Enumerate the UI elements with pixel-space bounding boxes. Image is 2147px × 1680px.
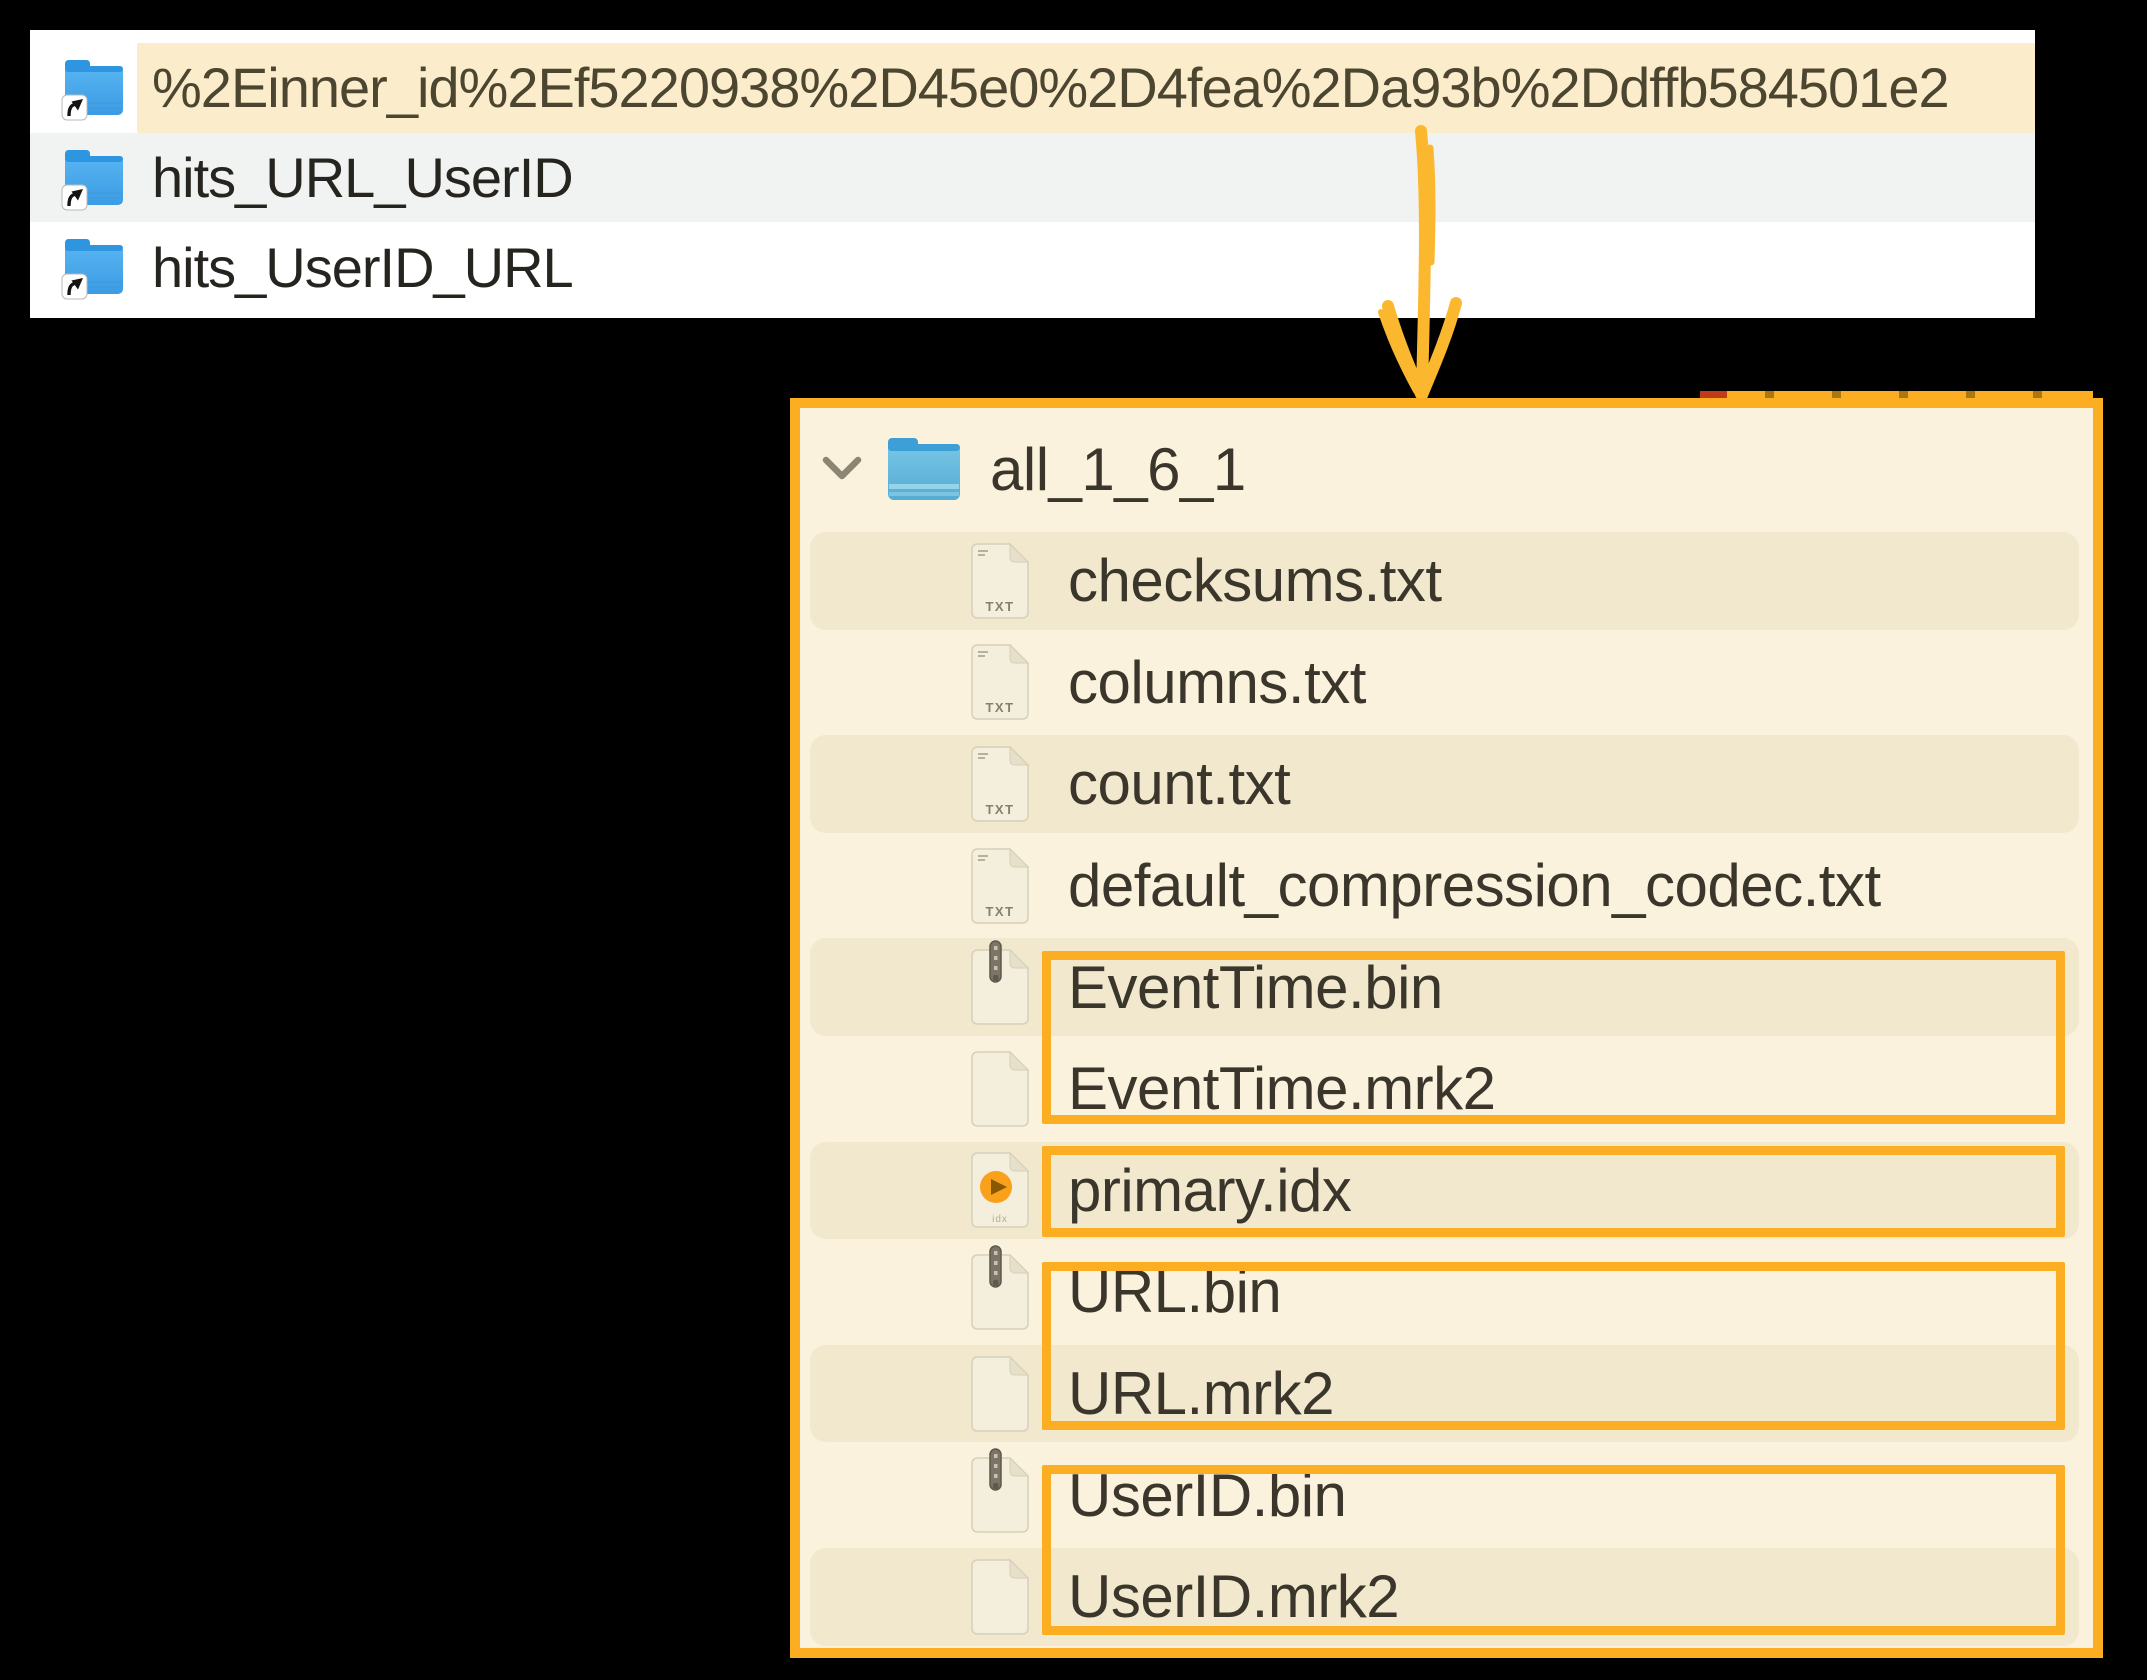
file-name: checksums.txt xyxy=(1068,547,1442,615)
file-icon: TXT idx xyxy=(970,940,1032,1026)
finder-row[interactable]: hits_UserID_URL xyxy=(30,222,2035,312)
tree-file-row[interactable]: TXT idx count.txt xyxy=(800,733,2093,835)
file-icon: TXT idx xyxy=(970,1050,1032,1128)
tree-file-rows: TXT idx checksums.txt xyxy=(800,530,2093,1648)
txt-glyph: TXT xyxy=(978,752,1014,817)
folder-alias-icon xyxy=(61,145,126,211)
file-name: URL.mrk2 xyxy=(1068,1360,1335,1428)
file-icon: TXT idx xyxy=(970,1448,1032,1534)
file-icon: TXT idx xyxy=(970,1245,1032,1331)
tree-file-row[interactable]: TXT idx default_compression_codec.txt xyxy=(800,835,2093,937)
svg-text:TXT: TXT xyxy=(985,700,1014,715)
txt-glyph: TXT xyxy=(978,854,1014,919)
svg-text:TXT: TXT xyxy=(985,904,1014,919)
tree-file-row[interactable]: TXT idx EventTime.bin xyxy=(800,936,2093,1038)
tree-file-row[interactable]: TXT idx UserID.mrk2 xyxy=(800,1546,2093,1648)
finder-row[interactable]: %2Einner_id%2Ef5220938%2D45e0%2D4fea%2Da… xyxy=(30,43,2035,133)
txt-glyph: TXT xyxy=(978,549,1014,614)
tree-file-row[interactable]: TXT idx URL.bin xyxy=(800,1241,2093,1343)
tree-file-row[interactable]: TXT idx primary.idx xyxy=(800,1140,2093,1242)
crop-artifact-notch xyxy=(1899,391,1908,400)
file-icon: TXT idx xyxy=(970,1558,1032,1636)
file-icon: TXT idx xyxy=(970,1355,1032,1433)
folder-name: %2Einner_id%2Ef5220938%2D45e0%2D4fea%2Da… xyxy=(152,56,1950,120)
alias-arrow-badge xyxy=(61,184,88,211)
svg-text:idx: idx xyxy=(992,1214,1008,1225)
folder-icon xyxy=(888,438,960,500)
crop-artifact-notch xyxy=(2033,391,2042,400)
index-glyph: idx xyxy=(980,1171,1012,1225)
folder-alias-icon xyxy=(61,55,126,121)
file-icon: TXT idx xyxy=(970,847,1032,925)
crop-artifact-amber xyxy=(1727,391,2093,401)
tree-file-row[interactable]: TXT idx columns.txt xyxy=(800,632,2093,734)
binary-zipper-glyph xyxy=(989,940,1002,983)
tree-root-row[interactable]: all_1_6_1 xyxy=(800,408,2093,530)
tree-file-row[interactable]: TXT idx URL.mrk2 xyxy=(800,1343,2093,1445)
file-name: primary.idx xyxy=(1068,1156,1352,1224)
file-icon: TXT idx xyxy=(970,745,1032,823)
folder-name: hits_URL_UserID xyxy=(152,146,574,210)
file-name: URL.bin xyxy=(1068,1258,1282,1326)
file-icon: TXT idx xyxy=(970,1151,1032,1229)
tree-root-label: all_1_6_1 xyxy=(990,435,1246,503)
folder-alias-icon xyxy=(61,234,126,300)
crop-artifact-notch xyxy=(1966,391,1975,400)
file-name: default_compression_codec.txt xyxy=(1068,852,1881,920)
file-name: EventTime.bin xyxy=(1068,953,1443,1021)
file-icon: TXT idx xyxy=(970,542,1032,620)
file-name: EventTime.mrk2 xyxy=(1068,1055,1496,1123)
alias-arrow-badge xyxy=(61,94,88,121)
crop-artifact-red xyxy=(1700,391,1727,401)
file-name: UserID.bin xyxy=(1068,1461,1347,1529)
file-icon: TXT idx xyxy=(970,643,1032,721)
svg-text:TXT: TXT xyxy=(985,802,1014,817)
folder-name: hits_UserID_URL xyxy=(152,235,574,299)
binary-zipper-glyph xyxy=(989,1245,1002,1288)
finder-row[interactable]: hits_URL_UserID xyxy=(30,132,2035,223)
tree-file-row[interactable]: TXT idx checksums.txt xyxy=(800,530,2093,632)
selection-highlight xyxy=(137,43,2035,133)
finder-list-panel: %2Einner_id%2Ef5220938%2D45e0%2D4fea%2Da… xyxy=(30,30,2035,318)
txt-glyph: TXT xyxy=(978,651,1014,715)
chevron-down-icon[interactable] xyxy=(822,454,862,484)
file-name: UserID.mrk2 xyxy=(1068,1563,1400,1631)
tree-file-row[interactable]: TXT idx UserID.bin xyxy=(800,1444,2093,1546)
crop-artifact-notch xyxy=(1832,391,1841,400)
crop-artifact-notch xyxy=(1765,391,1774,400)
file-name: count.txt xyxy=(1068,750,1291,818)
part-folder-panel: all_1_6_1 TXT xyxy=(790,398,2103,1658)
tree-file-row[interactable]: TXT idx EventTime.mrk2 xyxy=(800,1038,2093,1140)
svg-text:TXT: TXT xyxy=(985,599,1014,614)
file-name: columns.txt xyxy=(1068,648,1366,716)
binary-zipper-glyph xyxy=(989,1448,1002,1491)
alias-arrow-badge xyxy=(61,273,88,300)
